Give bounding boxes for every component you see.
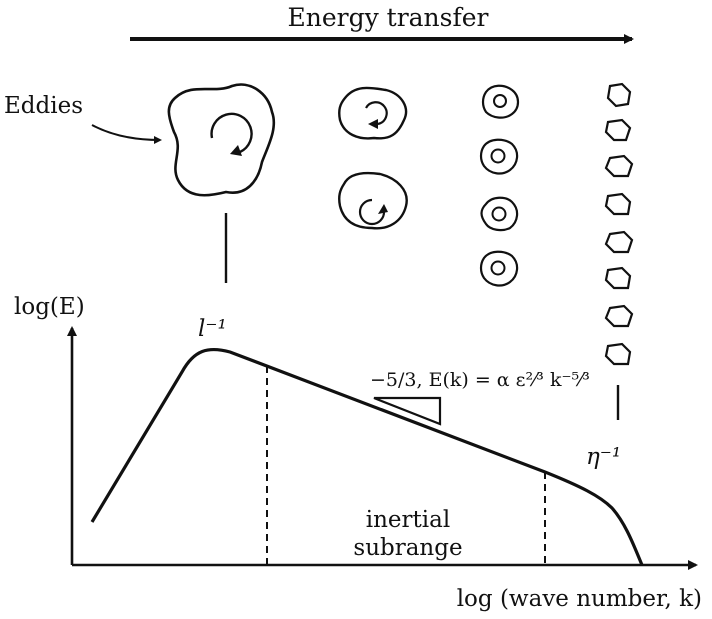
eddies-label: Eddies — [4, 93, 83, 119]
energy-transfer-title: Energy transfer — [287, 3, 488, 32]
medium-eddy-icon — [338, 171, 408, 230]
eddies-pointer-arrow — [91, 124, 162, 144]
smallest-eddies-icon — [604, 82, 634, 366]
small-eddy-icon — [480, 196, 519, 232]
large-eddy-icon — [167, 83, 276, 197]
small-scale-label: η⁻¹ — [586, 444, 621, 470]
inertial-label-line2: subrange — [353, 535, 462, 561]
y-axis-label: log(E) — [14, 294, 85, 320]
energy-spectrum-curve — [90, 347, 644, 566]
slope-formula: −5/3, E(k) = α ε²⁄³ k⁻⁵⁄³ — [370, 369, 590, 391]
large-scale-label: l⁻¹ — [198, 316, 227, 342]
small-eddy-icon — [481, 84, 520, 119]
x-axis-label: log (wave number, k) — [457, 586, 702, 612]
small-eddy-icon — [479, 138, 519, 175]
inertial-label-line1: inertial — [366, 507, 450, 533]
slope-triangle — [373, 396, 442, 426]
medium-eddy-icon — [338, 86, 408, 140]
small-eddy-icon — [479, 250, 519, 287]
